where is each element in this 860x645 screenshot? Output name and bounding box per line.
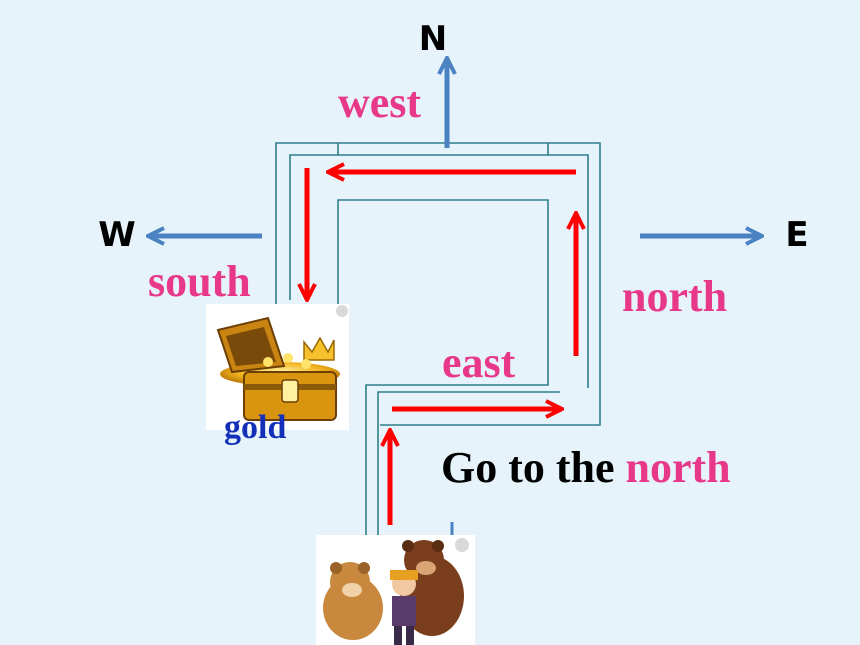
instruction-direction: north xyxy=(626,443,731,492)
route-label-west: west xyxy=(338,78,421,127)
bear-characters-icon xyxy=(316,535,475,645)
instruction-text: Go to the north xyxy=(441,443,731,492)
maze-walls xyxy=(275,142,601,535)
treasure-gold-label: gold xyxy=(224,409,286,446)
compass-west-label: W xyxy=(98,215,136,255)
route-label-north: north xyxy=(622,272,727,321)
route-label-south: south xyxy=(148,257,251,306)
compass-east-label: E xyxy=(785,215,808,255)
instruction-prefix: Go to the xyxy=(441,443,626,492)
route-label-east: east xyxy=(442,338,516,387)
treasure-chest-icon xyxy=(206,304,349,430)
compass-north-label: N xyxy=(419,19,447,59)
